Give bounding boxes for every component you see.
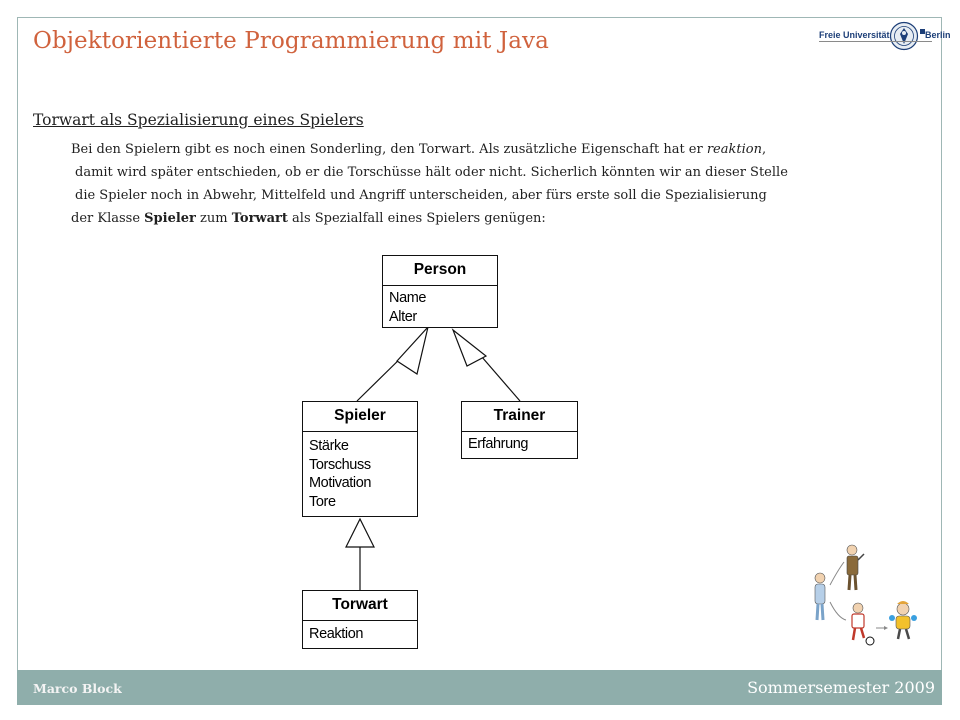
class-separator: [383, 285, 497, 286]
attribute: Motivation: [309, 474, 371, 493]
class-person: Person Name Alter: [382, 255, 498, 328]
class-torwart-attributes: Reaktion: [309, 625, 363, 644]
torwart-spieler-arrowhead: [346, 519, 374, 547]
attribute: Alter: [389, 308, 426, 327]
class-separator: [462, 431, 577, 432]
class-person-name: Person: [383, 261, 497, 279]
attribute: Tore: [309, 493, 371, 512]
class-torwart: Torwart Reaktion: [302, 590, 418, 649]
footer-author: Marco Block: [33, 681, 122, 696]
attribute: Reaktion: [309, 625, 363, 644]
attribute: Stärke: [309, 437, 371, 456]
footer-semester: Sommersemester 2009: [747, 678, 935, 697]
spieler-person-arrowhead: [397, 327, 428, 374]
class-trainer-name: Trainer: [462, 407, 577, 425]
class-person-attributes: Name Alter: [389, 289, 426, 326]
class-torwart-name: Torwart: [303, 596, 417, 614]
class-separator: [303, 431, 417, 432]
class-spieler: Spieler Stärke Torschuss Motivation Tore: [302, 401, 418, 517]
trainer-person-arrowhead: [453, 330, 486, 366]
attribute: Name: [389, 289, 426, 308]
class-separator: [303, 620, 417, 621]
class-spieler-attributes: Stärke Torschuss Motivation Tore: [309, 437, 371, 511]
class-spieler-name: Spieler: [303, 407, 417, 425]
people-clipart-icon: [808, 540, 928, 650]
attribute: Erfahrung: [468, 435, 528, 454]
class-trainer-attributes: Erfahrung: [468, 435, 528, 454]
class-trainer: Trainer Erfahrung: [461, 401, 578, 459]
attribute: Torschuss: [309, 456, 371, 475]
